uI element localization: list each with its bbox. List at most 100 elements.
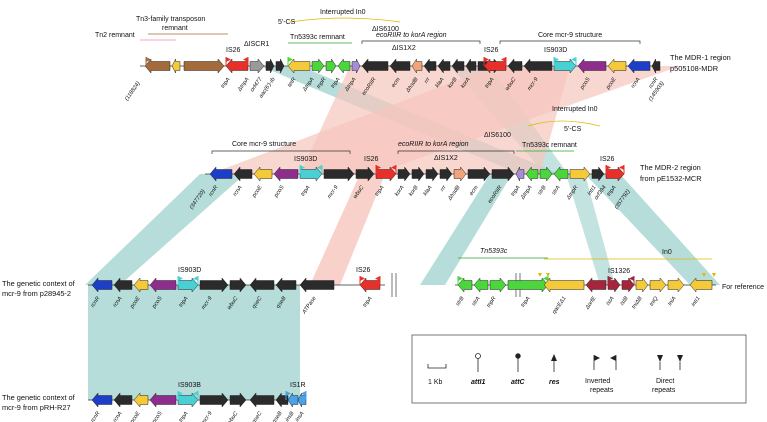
- mdr1-gene-label: ΔtnpA: [236, 76, 250, 93]
- mdr1-gene-17: [451, 58, 465, 74]
- mdr1-core-label: Core mcr-9 structure: [538, 32, 602, 39]
- mdr2-is26a-label: IS26: [364, 156, 379, 163]
- mdr2-5cs-label: 5'-CS: [564, 126, 582, 133]
- mdr2-gene-20: [591, 166, 605, 182]
- mdr1-gene-24: [577, 58, 607, 74]
- row4-ir-is903-right: [193, 391, 198, 396]
- row3-is903d-label: IS903D: [178, 267, 201, 274]
- attc-symbol: [515, 353, 521, 359]
- mdr1-core-bracket: [499, 40, 641, 44]
- mdr2-gene-label: strB: [537, 184, 548, 196]
- row4-gene-3: [149, 392, 177, 408]
- row4-gene-label: mcr-9: [201, 411, 214, 422]
- mdr1-gene-7: [287, 58, 311, 74]
- row3-gene-0: [91, 277, 113, 293]
- row4-gene-label: qseB: [271, 410, 283, 422]
- mdr1-gene-10: [337, 58, 351, 74]
- res-label: res: [549, 379, 560, 386]
- row4-gene-label: insA: [294, 410, 305, 422]
- band-pink-2: [210, 66, 680, 174]
- tn5393c-gene-label: tnpA: [520, 295, 532, 308]
- row3-label-line2: mcr-9 from p28945-2: [2, 289, 71, 298]
- mdr1-gene-label: klaA: [434, 76, 445, 89]
- mdr1-ecor-label: ecoRIIR to korA region: [376, 32, 447, 39]
- mdr1-ecor-bracket: [361, 40, 481, 44]
- inverted-label-2: repeats: [590, 387, 614, 394]
- mdr1-gene-25: [607, 58, 627, 74]
- mdr2-gene-label: rrr: [440, 184, 449, 193]
- mdr1-gene-13: [389, 58, 411, 74]
- mdr2-gene-4: [299, 166, 323, 182]
- mdr1-gene-15: [423, 58, 437, 74]
- row4-ir-is1r-left: [286, 391, 291, 396]
- in0-gene-label: istA: [605, 295, 615, 306]
- mdr2-gene-17: [539, 166, 553, 182]
- mdr2-gene-label: tnpA: [374, 184, 386, 197]
- direct-repeat-1: [546, 273, 550, 277]
- mdr2-gene-8: [397, 166, 411, 182]
- in0-gene-0: [543, 277, 585, 293]
- row3-gene-8: [275, 277, 297, 293]
- mdr1-gene-label: rcnA: [630, 76, 642, 89]
- mdr1-gene-26: [627, 58, 651, 74]
- mdr2-tn5393c-label: Tn5393c remnant: [522, 142, 577, 149]
- mdr1-ir-is26b-left: [484, 57, 489, 62]
- row4-gene-6: [229, 392, 247, 408]
- row3-gene-label: rcnR: [90, 296, 102, 309]
- mdr2-is6100-label: ΔIS6100: [484, 132, 511, 139]
- mdr1-gene-label: tetR: [287, 77, 298, 89]
- mdr2-gene-label: rcnA: [232, 184, 244, 197]
- row4-gene-label: wbuC: [227, 410, 241, 422]
- in0-gene-4: [635, 277, 649, 293]
- row3-ir-is903-right: [193, 276, 198, 281]
- mdr2-gene-21: [605, 166, 625, 182]
- mdr1-gene-4: [249, 58, 265, 74]
- row4-ir-is903-left: [178, 391, 183, 396]
- scale-bar: [427, 364, 447, 369]
- attc-label: attC: [511, 379, 526, 386]
- mdr2-title: The MDR-2 region: [640, 163, 701, 172]
- row3-ir-is903-left: [178, 276, 183, 281]
- is1326-ir-left: [608, 276, 613, 281]
- mdr2-ir-is26b-right: [619, 165, 624, 170]
- atti1-symbol: [475, 353, 481, 359]
- legend-frame: [411, 334, 747, 404]
- direct-repeat-2: [702, 273, 706, 277]
- reference-label: For reference: [722, 284, 764, 291]
- row4-is1r-label: IS1R: [290, 382, 306, 389]
- mdr2-gene-15: [515, 166, 525, 182]
- mdr1-gene-label: ecm: [391, 76, 402, 88]
- mdr2-gene-label: intI1: [587, 185, 598, 197]
- atti1-label: attI1: [471, 379, 486, 386]
- mdr2-gene-5: [323, 166, 355, 182]
- row4-gene-1: [113, 392, 133, 408]
- row4-gene-5: [199, 392, 229, 408]
- mdr2-gene-label: klaA: [422, 184, 433, 197]
- mdr1-gene-label: tnpR: [316, 77, 328, 90]
- mdr2-gene-label: ΔhsdB: [447, 184, 462, 202]
- mdr1-gene-16: [437, 58, 451, 74]
- mdr2-core-label: Core mcr-9 structure: [232, 141, 296, 148]
- tn5393c-gene-label: tnpR: [486, 296, 498, 309]
- in0-gene-5: [649, 277, 667, 293]
- row4-gene-10: [297, 392, 307, 408]
- mdr1-is903d-label: IS903D: [544, 47, 567, 54]
- mdr2-gene-label: ΔtnpA: [519, 184, 533, 201]
- mdr2-gene-18: [553, 166, 569, 182]
- in0-gene-label: qacEΔ1: [551, 296, 567, 316]
- mdr2-ecor-bracket: [397, 150, 515, 154]
- row4-label-line1: The genetic context of: [2, 393, 76, 402]
- mdr1-in0-bracket: [289, 17, 401, 23]
- tn2-remnant-label: Tn2 remnant: [95, 32, 135, 39]
- mdr2-is903d-label: IS903D: [294, 156, 317, 163]
- row3-gene-6: [229, 277, 247, 293]
- inverted-repeat-a-flag: [594, 355, 600, 361]
- direct-repeat-a: [657, 355, 663, 362]
- row3-ir-is26-left: [360, 276, 365, 281]
- mdr2-gene-1: [233, 166, 253, 182]
- mdr2-gene-10: [425, 166, 439, 182]
- mdr1-title: The MDR-1 region: [670, 53, 731, 62]
- mdr2-is26b-label: IS26: [600, 156, 615, 163]
- tn3-remnant-label: remnant: [162, 25, 188, 32]
